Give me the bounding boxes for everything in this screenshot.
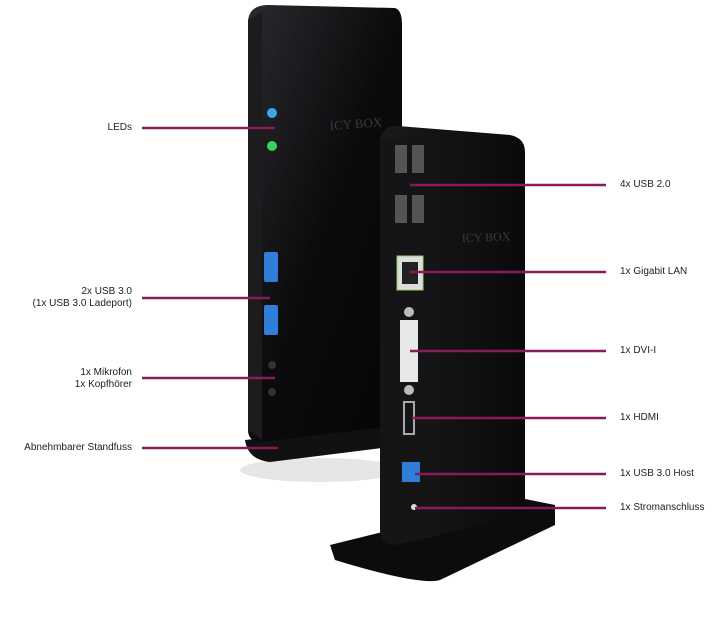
- front-stand: [245, 425, 382, 462]
- usb3-port: [264, 305, 278, 335]
- label-hdmi: 1x HDMI: [620, 412, 659, 423]
- label-leds: LEDs: [0, 122, 132, 134]
- label-text: Abnehmbarer Standfuss: [24, 442, 132, 453]
- usb2-port: [395, 145, 407, 173]
- rear-dock-unit: ICY BOX: [330, 125, 555, 582]
- usb2-port: [412, 195, 424, 223]
- label-text: 1x Mikrofon: [80, 367, 132, 378]
- label-text: (1x USB 3.0 Ladeport): [32, 298, 133, 309]
- label-text: 1x Kopfhörer: [74, 379, 132, 390]
- brand-logo-rear: ICY BOX: [462, 229, 511, 245]
- usb3-port: [264, 252, 278, 282]
- label-stand: Abnehmbarer Standfuss: [0, 442, 132, 454]
- label-dvi: 1x DVI-I: [620, 345, 657, 356]
- label-lan: 1x Gigabit LAN: [620, 266, 688, 277]
- front-dock-unit: ICY BOX: [240, 5, 402, 482]
- label-usb2: 4x USB 2.0: [620, 179, 671, 190]
- label-text: LEDs: [107, 122, 132, 133]
- brand-logo-front: ICY BOX: [329, 114, 383, 133]
- led-blue: [267, 108, 277, 118]
- label-usb3: 2x USB 3.0(1x USB 3.0 Ladeport): [0, 286, 133, 310]
- callout-lines: [142, 126, 606, 510]
- led-green: [267, 141, 277, 151]
- dvi-port: [400, 320, 418, 382]
- usb2-port: [395, 195, 407, 223]
- microphone-jack: [268, 388, 276, 396]
- usb2-port: [412, 145, 424, 173]
- usb3-host-port: [402, 462, 420, 482]
- headphone-jack: [268, 361, 276, 369]
- label-text: 2x USB 3.0: [81, 286, 132, 297]
- label-usb3-host: 1x USB 3.0 Host: [620, 468, 694, 479]
- label-power: 1x Stromanschluss: [620, 502, 705, 513]
